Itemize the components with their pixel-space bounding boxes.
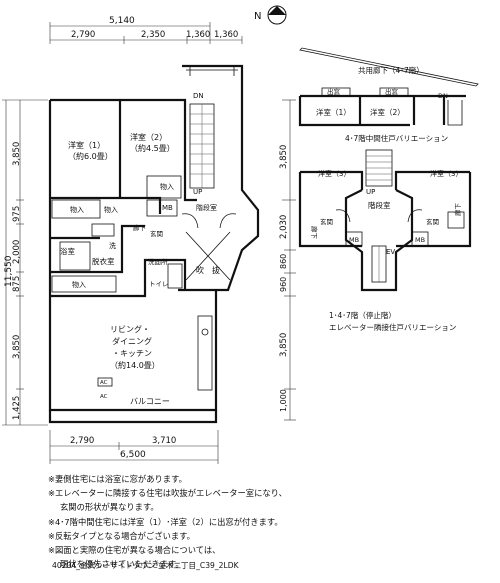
dim-right-seg-5: 1,000	[279, 389, 288, 412]
staircase	[189, 103, 215, 189]
compass: N	[254, 5, 287, 25]
dim-top-total: 5,140	[109, 16, 135, 26]
stairwell-label: 階段室	[196, 203, 217, 212]
variation-ev-caption-1: 1･4･7階（停止階）	[329, 310, 396, 320]
notes-block: ※妻側住宅には浴室に窓があります。 ※エレベーターに隣接する住宅は吹抜がエレベー…	[48, 472, 488, 571]
top-dimensions: 5,140 2,790 2,350 1,360 1,360	[49, 16, 243, 44]
corridor-label: 廊下	[133, 223, 147, 232]
note-5: ※図面と実際の住宅が異なる場合については、	[48, 545, 221, 556]
variation-ev-corridor-right: 廊下	[453, 203, 462, 217]
bath-label: 浴室	[60, 246, 75, 256]
ac-label-2: AC	[100, 394, 108, 400]
variation-ev-entrance-left: 玄関	[320, 217, 333, 226]
variation-mid-window-2: 出窓	[385, 87, 399, 96]
dim-left-seg-1: 3,850	[12, 142, 22, 166]
washer-label: 洗	[109, 241, 116, 250]
storage-label-3: 物入	[104, 205, 118, 214]
variation-ev-stairwell: 階段室	[368, 200, 391, 210]
dim-left-total: 11,550	[4, 255, 14, 287]
dim-left-seg-2: 975	[12, 206, 22, 222]
ldk-label-line-2: ダイニング	[112, 336, 152, 346]
dim-bottom-seg-2: 3,710	[152, 436, 176, 446]
room-western-2-size: （約4.5畳）	[130, 143, 175, 153]
variation-ev-room-left: 洋室（3）	[318, 169, 350, 178]
right-dimensions: 3,850 2,030 860 960 3,850 1,000	[279, 99, 296, 421]
variation-mid-window-1: 出窓	[327, 87, 341, 96]
note-2: ※エレベーターに隣接する住宅は吹抜がエレベーター室になり、	[48, 488, 287, 499]
dim-right-seg-3: 960	[279, 277, 288, 292]
dim-top-seg-3: 1,360	[186, 30, 210, 40]
dressing-room-label: 脱衣室	[92, 256, 115, 266]
variation-mid-room-2: 洋室（2）	[370, 107, 405, 117]
stair-down-label: DN	[193, 92, 204, 100]
dim-right-seg-4: 3,850	[279, 333, 289, 357]
storage-label-1: 物入	[160, 182, 174, 191]
dim-right-seg-2: 860	[279, 254, 288, 269]
storage-label-2: 物入	[70, 205, 84, 214]
dim-top-seg-1: 2,790	[71, 30, 95, 40]
note-4: ※反転タイプとなる場合がございます。	[48, 530, 195, 541]
dim-top-seg-2: 2,350	[141, 30, 165, 40]
dim-left-seg-5: 3,850	[12, 335, 22, 359]
bottom-dimensions: 2,790 3,710 6,500	[49, 430, 219, 464]
variation-ev-room-right: 洋室（3）	[430, 169, 462, 178]
note-3: ※4･7階中間住宅には洋室（1）･洋室（2）に出窓が付きます。	[48, 516, 283, 527]
balcony-label: バルコニー	[130, 397, 170, 406]
toilet-label: トイレ	[149, 280, 169, 288]
note-5-continued: 現状を優先させていただきます。	[60, 559, 184, 570]
dim-bottom-seg-1: 2,790	[70, 436, 94, 446]
variation-mid-caption: 4･7階中間住戸バリエーション	[345, 133, 448, 143]
variation-ev-caption-2: エレベーター隣接住戸バリエーション	[329, 322, 456, 332]
ac-label-1: AC	[100, 380, 108, 386]
ldk-label-line-3: ・キッチン	[112, 349, 152, 358]
variation-ev-ev: EV	[386, 248, 395, 256]
variation-mid-corridor-label: 共用廊下（4･7階）	[358, 65, 424, 75]
variation-middle-unit: 共用廊下（4･7階） 出窓 出窓 洋室（1） 洋室（2） DN 4･7階中間住戸…	[298, 47, 479, 143]
dim-bottom-total: 6,500	[120, 450, 146, 460]
stair-up-label: UP	[193, 188, 202, 196]
entrance-label: 玄関	[150, 229, 163, 238]
dim-right-upper: 3,850	[279, 145, 289, 169]
room-western-1-size: （約6.0畳）	[68, 151, 113, 161]
washroom-label: 洗面所	[148, 257, 168, 266]
dim-top-seg-4: 1,360	[214, 30, 238, 40]
main-unit-walls	[48, 64, 260, 424]
variation-ev-mb-right: MB	[415, 236, 425, 244]
main-unit-labels: 洋室（1） （約6.0畳） 洋室（2） （約4.5畳） 物入 物入 物入 物入 …	[60, 92, 220, 406]
variation-mid-dn: DN	[438, 92, 448, 100]
ldk-size-label: （約14.0畳）	[110, 360, 160, 370]
variation-ev-entrance-right: 玄関	[426, 217, 439, 226]
note-1: ※妻側住宅には浴室に窓があります。	[48, 474, 187, 484]
compass-north-label: N	[254, 11, 261, 22]
variation-elevator-unit: 洋室（3） 洋室（3） UP 階段室 廊下 廊下 玄関 玄関 MB MB EV …	[298, 149, 472, 332]
dim-left-seg-6: 1,425	[12, 396, 22, 420]
variation-ev-mb-left: MB	[349, 236, 359, 244]
dim-left-seg-3: 2,000	[12, 240, 22, 264]
dim-left-seg-4: 875	[12, 276, 22, 292]
mb-label: MB	[162, 204, 173, 212]
variation-ev-up: UP	[366, 188, 375, 196]
variation-ev-corridor-left: 廊下	[310, 226, 319, 240]
void-label: 吹 抜	[196, 265, 220, 275]
storage-label-4: 物入	[72, 280, 86, 289]
dim-right-seg-1: 2,030	[279, 215, 289, 239]
room-western-2-name: 洋室（2）	[130, 132, 167, 142]
left-dimensions: 11,550 3,850 975 2,000 875 3,850 1,425	[2, 99, 48, 426]
room-western-1-name: 洋室（1）	[68, 140, 105, 150]
variation-mid-room-1: 洋室（1）	[316, 107, 351, 117]
ldk-label-line-1: リビング・	[110, 324, 150, 334]
note-2-continued: 玄関の形状が異なります。	[60, 502, 159, 513]
document-footer: 40204_金沢シーサイドタウン 並木二丁目_C39_2LDK	[52, 561, 239, 570]
